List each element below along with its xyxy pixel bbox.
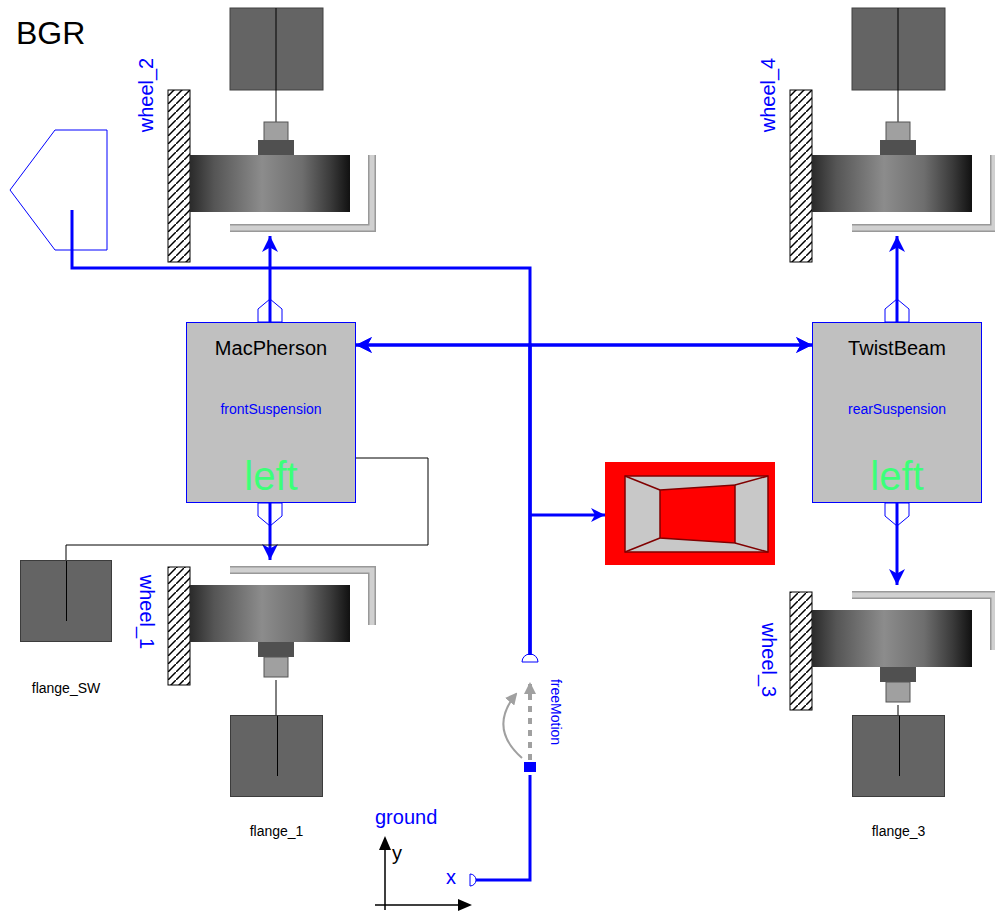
connector <box>356 344 812 347</box>
car-connection <box>530 514 605 517</box>
connector <box>530 345 812 655</box>
wheel-bracket <box>230 570 372 625</box>
tire <box>812 610 972 667</box>
car-icon <box>530 462 775 565</box>
axis-label: y <box>392 842 402 865</box>
car-body <box>605 462 775 565</box>
tire <box>190 585 350 642</box>
road-hatch <box>790 90 812 262</box>
bus-outline <box>10 130 107 250</box>
node-text: left <box>187 453 355 499</box>
flange: flange_1 <box>215 715 338 845</box>
hub-collar <box>258 642 294 657</box>
free-motion-icon <box>503 654 538 772</box>
car-shell <box>625 476 768 552</box>
ground-frame: ground <box>372 806 476 912</box>
wheel-bracket <box>852 155 994 228</box>
node-title: ground <box>375 806 437 829</box>
shaft-line <box>66 561 67 621</box>
suspension-block: TwistBeam rearSuspension left <box>812 322 982 503</box>
bus-stub <box>71 210 74 252</box>
connector <box>896 503 899 585</box>
dashed-arrow <box>528 684 532 760</box>
connector <box>898 705 899 715</box>
connector <box>269 503 272 560</box>
frame-port <box>470 874 476 886</box>
shaft-line <box>899 716 900 776</box>
flange: flange_3 <box>837 715 960 845</box>
node-title: wheel_1 <box>135 575 158 650</box>
tire <box>190 155 350 212</box>
car-roof <box>660 485 735 543</box>
flange-box <box>852 715 945 797</box>
wheel-icon <box>168 8 372 262</box>
road-hatch <box>168 90 190 262</box>
connector <box>476 775 530 880</box>
node-title: flange_1 <box>215 823 338 839</box>
frame-port <box>524 762 536 772</box>
hub-collar <box>880 667 916 682</box>
wheel-bracket <box>230 570 372 625</box>
node-title: BGR <box>16 15 85 52</box>
shaft-line <box>277 716 278 776</box>
rotation-arrow <box>503 694 522 758</box>
wheel-icon <box>790 8 994 262</box>
hub <box>264 122 288 142</box>
node-title: wheel_4 <box>757 58 780 133</box>
connector <box>269 236 272 322</box>
flange-box <box>230 715 323 797</box>
connector <box>276 680 277 715</box>
flange-box <box>20 560 112 642</box>
wheel-bracket <box>230 155 372 228</box>
node-text: left <box>813 453 981 499</box>
tire <box>812 155 972 212</box>
wheel: wheel_4 <box>755 40 995 236</box>
node-title: flange_3 <box>837 823 960 839</box>
wheel: wheel_3 <box>755 585 995 705</box>
road-hatch <box>168 567 190 685</box>
frame-port <box>522 654 538 662</box>
wheel-bracket <box>852 595 994 650</box>
node-title: flange_SW <box>10 680 122 696</box>
axis-arrow <box>379 836 472 911</box>
hub-collar <box>880 140 916 155</box>
shaft-line <box>276 8 277 122</box>
flange: flange_SW <box>10 560 122 700</box>
suspension-block: MacPherson frontSuspension left <box>186 322 356 503</box>
bus-ground-icon: BGR <box>8 15 110 252</box>
road-hatch <box>790 592 812 710</box>
axis-line <box>375 846 460 910</box>
wheel-bracket <box>230 155 372 228</box>
hub <box>886 122 910 142</box>
node-title: wheel_2 <box>135 58 158 133</box>
hub <box>264 657 288 677</box>
node-text: rearSuspension <box>813 401 981 417</box>
wheel-bracket <box>852 155 994 228</box>
node-text: frontSuspension <box>187 401 355 417</box>
free-motion-joint: freeMotion <box>515 655 570 775</box>
node-title: freeMotion <box>548 679 564 745</box>
connector <box>896 236 899 322</box>
wheel-bracket <box>852 595 994 650</box>
connector <box>72 252 530 655</box>
shaft-line <box>898 8 899 122</box>
node-title: wheel_3 <box>757 623 780 698</box>
wheel-icon <box>790 592 994 710</box>
axis-label: x <box>446 866 456 889</box>
node-title: MacPherson <box>187 337 355 360</box>
wheel: wheel_2 <box>132 40 378 236</box>
node-title: TwistBeam <box>813 337 981 360</box>
hub <box>886 682 910 702</box>
wheel-icon <box>168 567 372 685</box>
connector <box>356 345 530 655</box>
hub-collar <box>258 140 294 155</box>
car-edges <box>625 476 768 552</box>
wheel: wheel_1 <box>132 560 378 680</box>
